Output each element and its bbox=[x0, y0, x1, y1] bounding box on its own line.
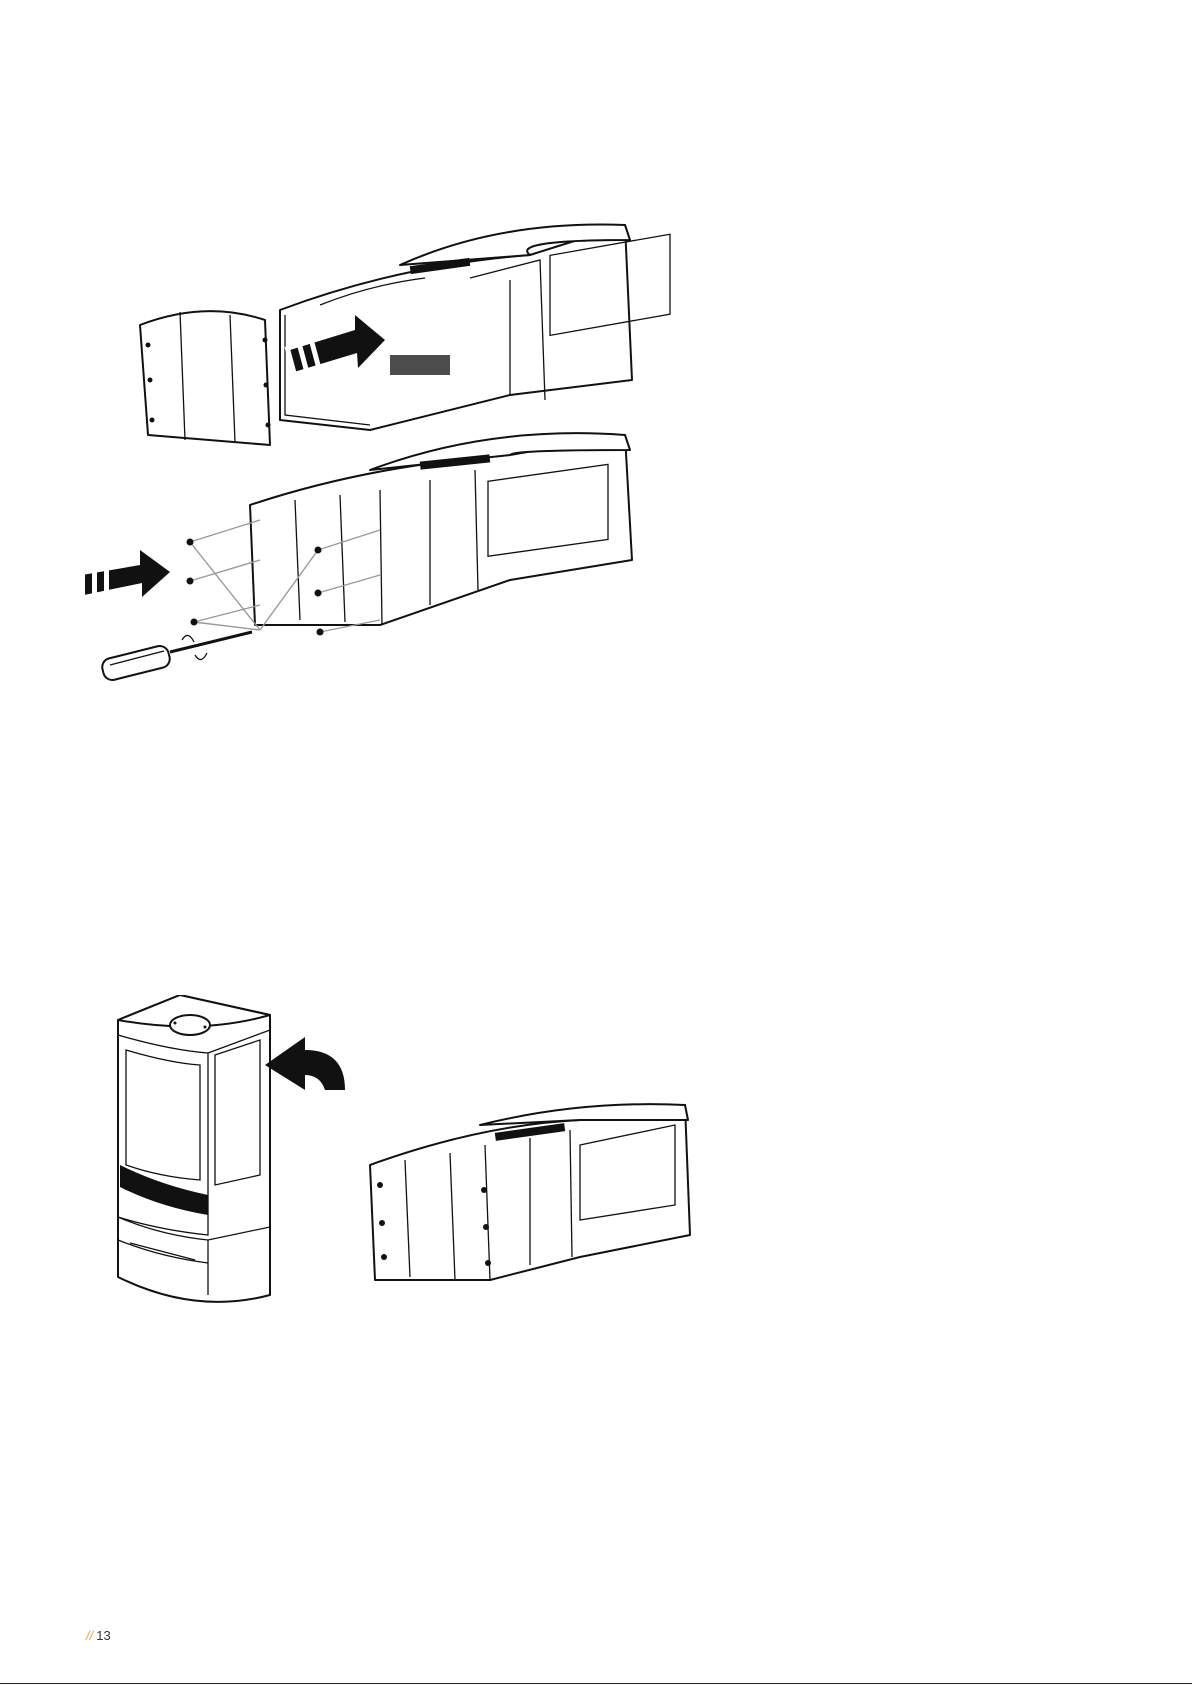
side-panel bbox=[140, 311, 271, 445]
bottom-rule bbox=[0, 1683, 1192, 1684]
screw-icon bbox=[187, 578, 194, 585]
footer-slashes: // bbox=[86, 1628, 93, 1643]
screwdriver-icon bbox=[100, 632, 252, 682]
screw-icon bbox=[315, 547, 322, 554]
page-footer: //13 bbox=[86, 1628, 111, 1643]
side-panel-removal-figure bbox=[70, 200, 690, 740]
push-arrow-icon bbox=[80, 550, 170, 598]
page-number: 13 bbox=[96, 1628, 110, 1643]
stove-upright bbox=[118, 995, 270, 1302]
stove-upright-figure bbox=[100, 995, 720, 1325]
screw-icon bbox=[317, 629, 324, 636]
screw-icon bbox=[187, 539, 194, 546]
screw-icon bbox=[191, 619, 198, 626]
stove-body-lying bbox=[370, 1104, 690, 1280]
stove-body-lower bbox=[250, 433, 632, 625]
stove-body-upper bbox=[280, 225, 670, 431]
screw-icon bbox=[315, 590, 322, 597]
curved-arrow-icon bbox=[265, 1037, 345, 1090]
